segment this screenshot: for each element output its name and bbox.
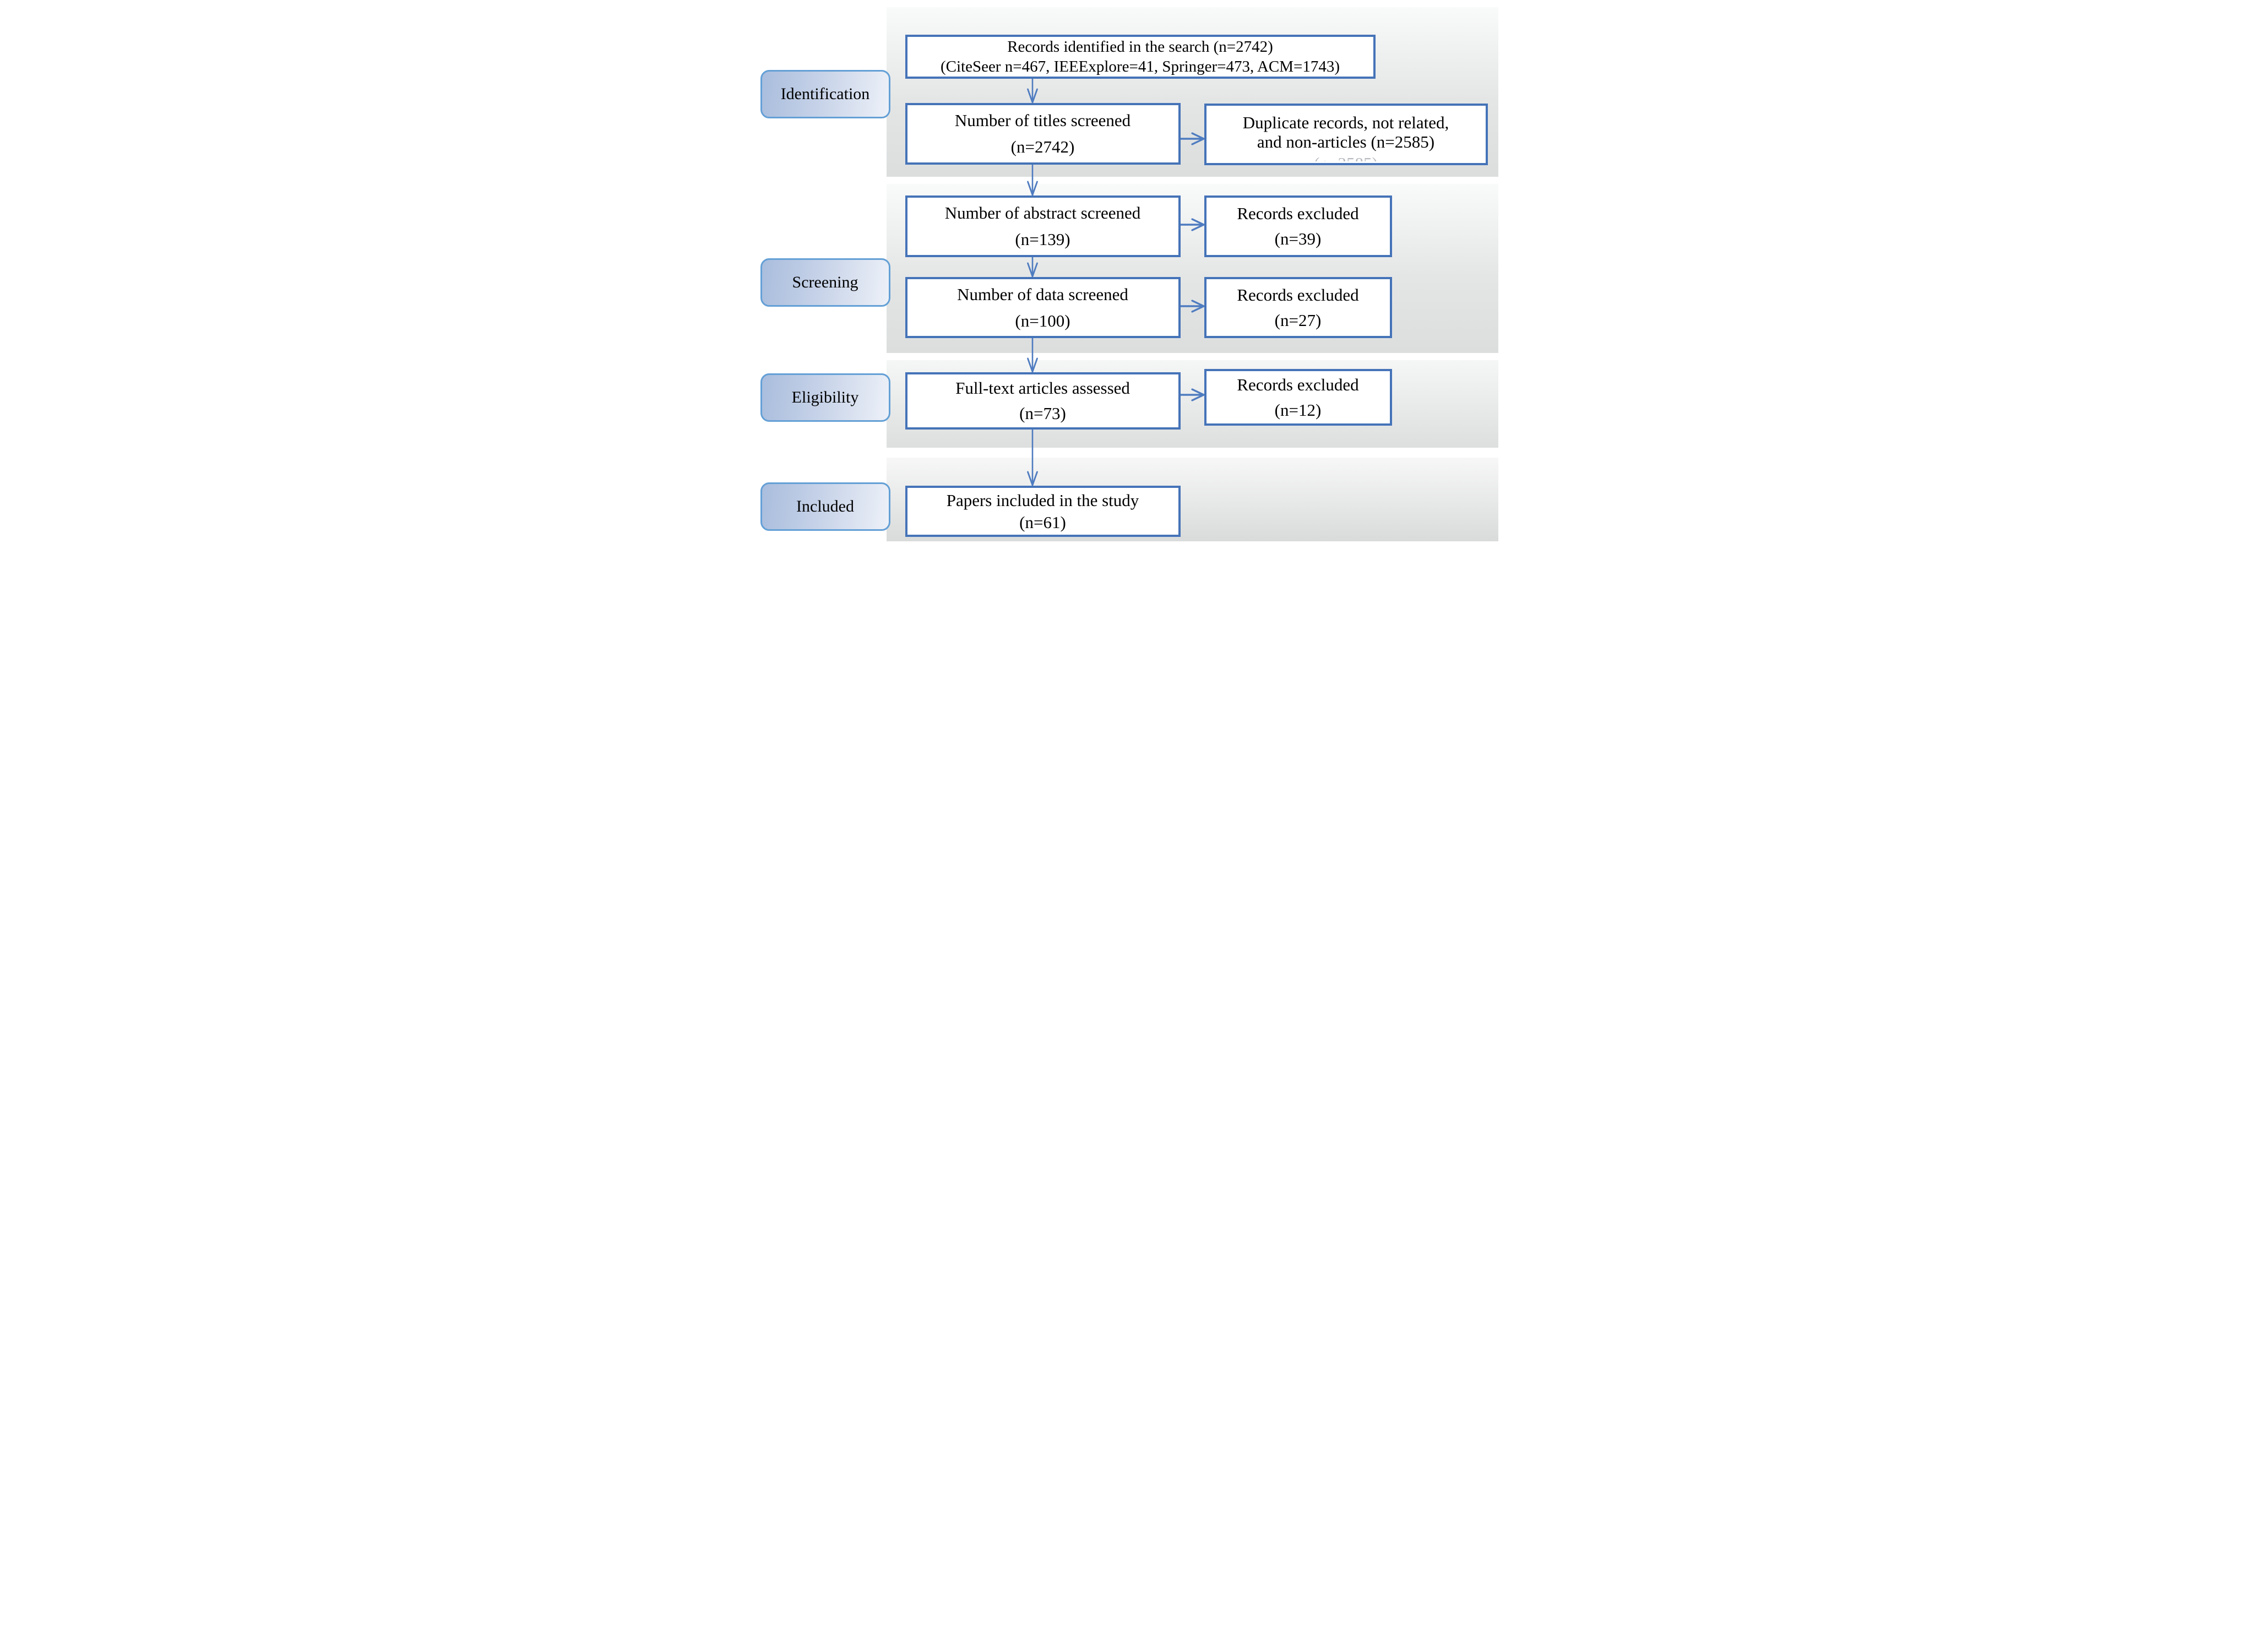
right-arrow-icon — [1180, 387, 1205, 403]
box-text-line1: Number of titles screened — [954, 111, 1131, 130]
box-records-identified: Records identified in the search (n=2742… — [905, 35, 1376, 79]
box-abstracts-screened: Number of abstract screened (n=139) — [905, 195, 1181, 257]
box-text-line1: Records excluded — [1237, 285, 1359, 305]
down-arrow-icon — [1026, 78, 1039, 104]
box-text-line1: Duplicate records, not related, — [1242, 113, 1449, 132]
box-text-line1: Records identified in the search (n=2742… — [1007, 38, 1273, 56]
box-text-line2: (n=100) — [1015, 311, 1070, 330]
box-text-line1: Number of data screened — [957, 284, 1128, 304]
right-arrow-icon — [1180, 217, 1205, 232]
down-arrow-icon — [1026, 164, 1039, 197]
stage-label-identification: Identification — [760, 70, 890, 118]
box-text-line2: (n=73) — [1019, 404, 1066, 423]
box-text-line2: (n=39) — [1274, 229, 1322, 248]
box-text-line2: (n=139) — [1015, 230, 1070, 249]
stage-label-text: Screening — [792, 273, 858, 291]
prisma-flow-diagram: Identification Screening Eligibility Inc… — [753, 0, 1508, 551]
down-arrow-icon — [1026, 337, 1039, 373]
box-fulltext-assessed: Full-text articles assessed (n=73) — [905, 372, 1181, 430]
box-duplicates-excluded: Duplicate records, not related, and non-… — [1204, 104, 1488, 165]
down-arrow-icon — [1026, 256, 1039, 278]
box-text-line1: Records excluded — [1237, 204, 1359, 223]
box-data-screened: Number of data screened (n=100) — [905, 277, 1181, 338]
box-text-line1: Papers included in the study — [946, 490, 1139, 510]
right-arrow-icon — [1180, 131, 1205, 146]
box-records-excluded-data: Records excluded (n=27) — [1204, 277, 1392, 338]
box-text-line1: Number of abstract screened — [944, 203, 1141, 222]
box-papers-included: Papers included in the study (n=61) — [905, 486, 1181, 537]
right-arrow-icon — [1180, 298, 1205, 314]
box-records-excluded-fulltext: Records excluded (n=12) — [1204, 369, 1392, 426]
box-text-line2: (n=12) — [1274, 400, 1322, 420]
box-text-line1: Records excluded — [1237, 374, 1359, 394]
box-text-line2: (n=27) — [1274, 310, 1322, 330]
box-text-line2: and non-articles (n=2585) — [1257, 132, 1435, 151]
box-text-line2: (n=61) — [1019, 512, 1066, 532]
stage-label-included: Included — [760, 482, 890, 531]
box-titles-screened: Number of titles screened (n=2742) — [905, 103, 1181, 165]
clipped-text-artifact: (n=2585) — [1314, 155, 1378, 161]
stage-label-screening: Screening — [760, 258, 890, 307]
down-arrow-icon — [1026, 428, 1039, 487]
box-text-line2: (CiteSeer n=467, IEEExplore=41, Springer… — [940, 58, 1340, 75]
stage-label-eligibility: Eligibility — [760, 373, 890, 422]
box-text-line2: (n=2742) — [1010, 137, 1075, 156]
stage-label-text: Included — [796, 497, 854, 515]
box-text-line1: Full-text articles assessed — [955, 378, 1130, 398]
stage-label-text: Identification — [780, 85, 870, 103]
box-records-excluded-abstracts: Records excluded (n=39) — [1204, 195, 1392, 257]
stage-label-text: Eligibility — [791, 388, 859, 406]
